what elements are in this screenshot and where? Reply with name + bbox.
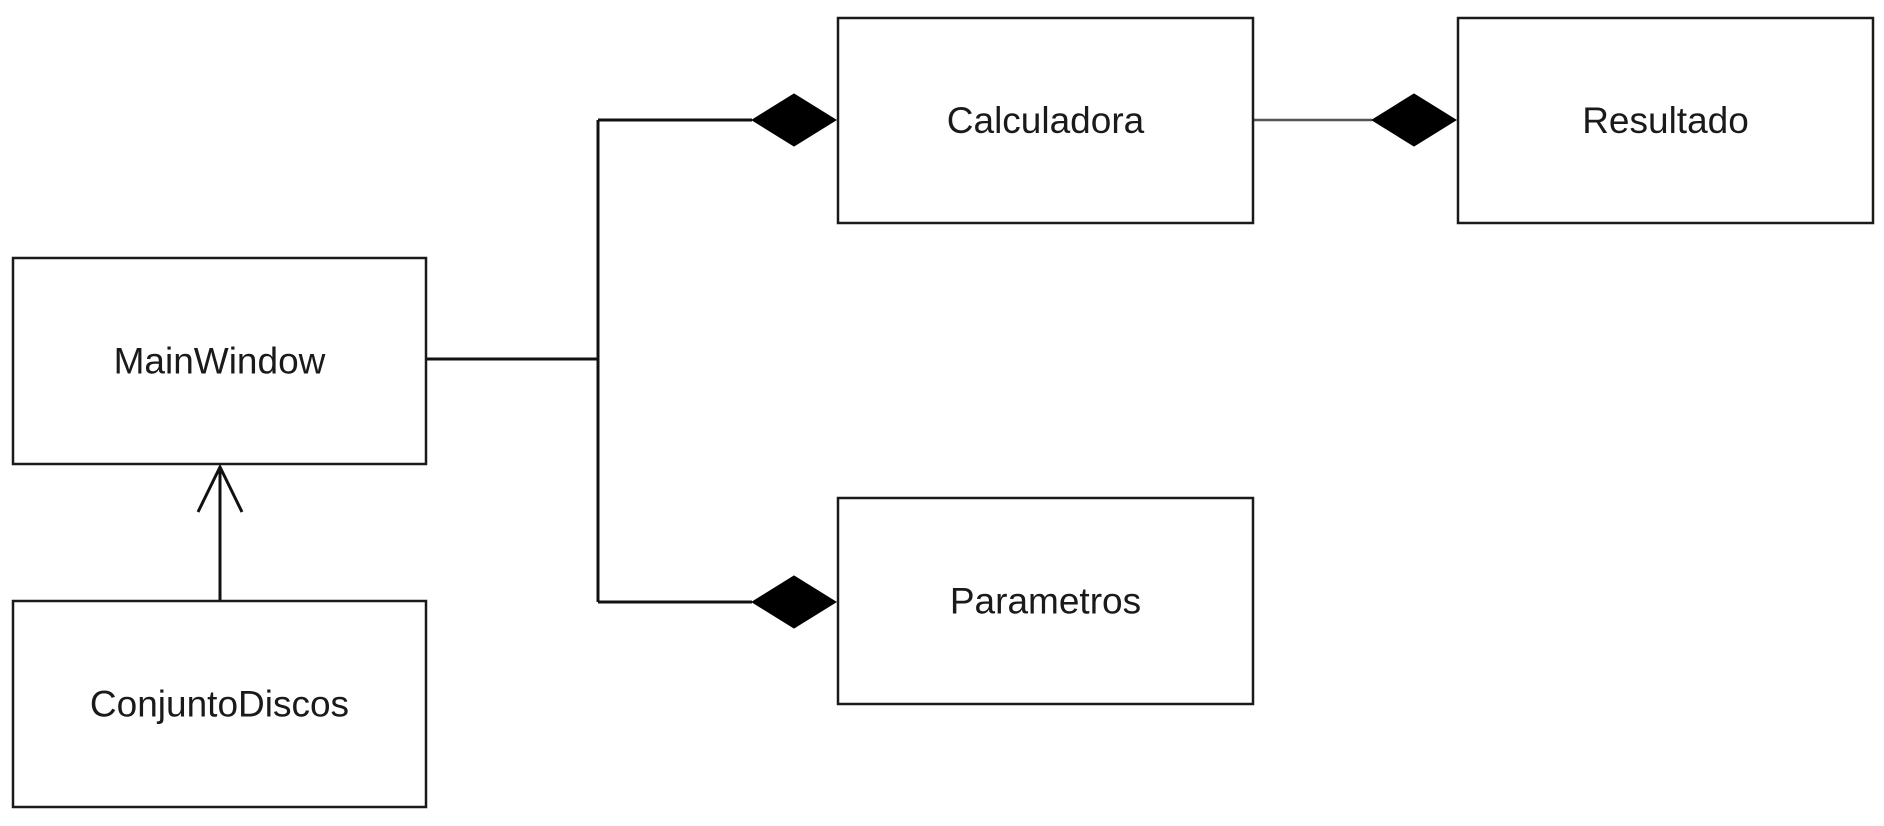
class-box-parametros[interactable]: Parametros [836, 496, 1255, 706]
class-box-mainwindow[interactable]: MainWindow [11, 256, 428, 466]
decorations [196, 93, 1457, 629]
class-box-resultado[interactable]: Resultado [1456, 16, 1875, 225]
class-box-conjuntodiscos[interactable]: ConjuntoDiscos [11, 599, 428, 809]
composition-diamond-parametros [751, 575, 837, 629]
class-name-calculadora: Calculadora [947, 100, 1145, 141]
class-name-conjuntodiscos: ConjuntoDiscos [90, 684, 349, 725]
association-arrowhead [196, 463, 244, 513]
composition-diamond-calculadora [751, 93, 837, 147]
composition-diamond-resultado [1371, 93, 1457, 147]
class-name-mainwindow: MainWindow [114, 341, 326, 382]
class-name-resultado: Resultado [1582, 100, 1749, 141]
class-name-parametros: Parametros [950, 581, 1141, 622]
connectors [218, 118, 1372, 604]
class-box-calculadora[interactable]: Calculadora [836, 16, 1255, 225]
